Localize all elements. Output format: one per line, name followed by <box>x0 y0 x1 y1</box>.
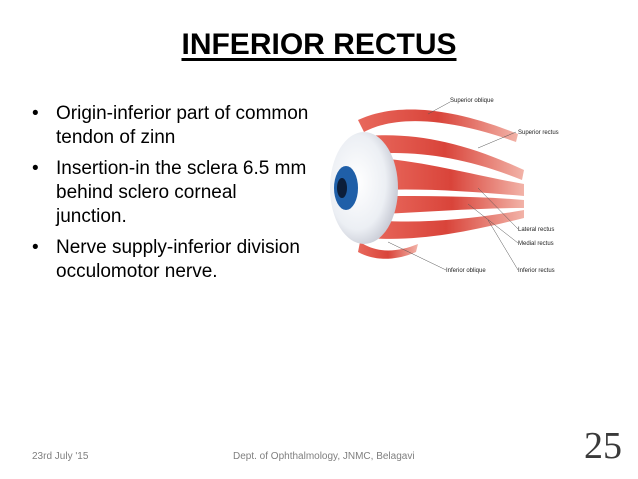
page-number: 25 <box>584 425 622 467</box>
extraocular-muscles-diagram: Superior oblique Superior rectus Lateral… <box>330 98 559 274</box>
label-lateral-rectus: Lateral rectus <box>518 227 554 233</box>
bullet-origin: • Origin-inferior part of common tendon … <box>32 102 312 150</box>
pupil <box>337 178 347 198</box>
superior-oblique-muscle <box>358 109 518 142</box>
footer-department: Dept. of Ophthalmology, JNMC, Belagavi <box>233 451 415 462</box>
bullet-marker: • <box>32 103 39 124</box>
medial-rectus-muscle <box>380 196 524 214</box>
inferior-oblique-muscle <box>358 242 418 259</box>
superior-rectus-muscle <box>366 135 524 180</box>
leader-lines <box>387 101 519 271</box>
bullet-list: • Origin-inferior part of common tendon … <box>32 102 312 291</box>
label-superior-rectus: Superior rectus <box>518 130 559 136</box>
label-medial-rectus: Medial rectus <box>518 241 554 247</box>
bullet-text: Insertion-in the sclera 6.5 mm behind sc… <box>56 158 307 227</box>
bullet-text: Origin-inferior part of common tendon of… <box>56 103 309 148</box>
lateral-rectus-muscle <box>378 158 524 196</box>
label-inferior-rectus: Inferior rectus <box>518 268 555 274</box>
bullet-insertion: • Insertion-in the sclera 6.5 mm behind … <box>32 157 312 229</box>
label-inferior-oblique: Inferior oblique <box>446 268 486 274</box>
slide-title: INFERIOR RECTUS <box>181 28 457 61</box>
label-superior-oblique: Superior oblique <box>450 98 494 104</box>
bullet-nerve-supply: • Nerve supply-inferior division occulom… <box>32 236 312 284</box>
bullet-marker: • <box>32 237 39 258</box>
eyeball <box>330 132 398 244</box>
bullet-marker: • <box>32 158 39 179</box>
footer-date: 23rd July '15 <box>32 451 89 462</box>
bullet-text: Nerve supply-inferior division occulomot… <box>56 237 300 282</box>
